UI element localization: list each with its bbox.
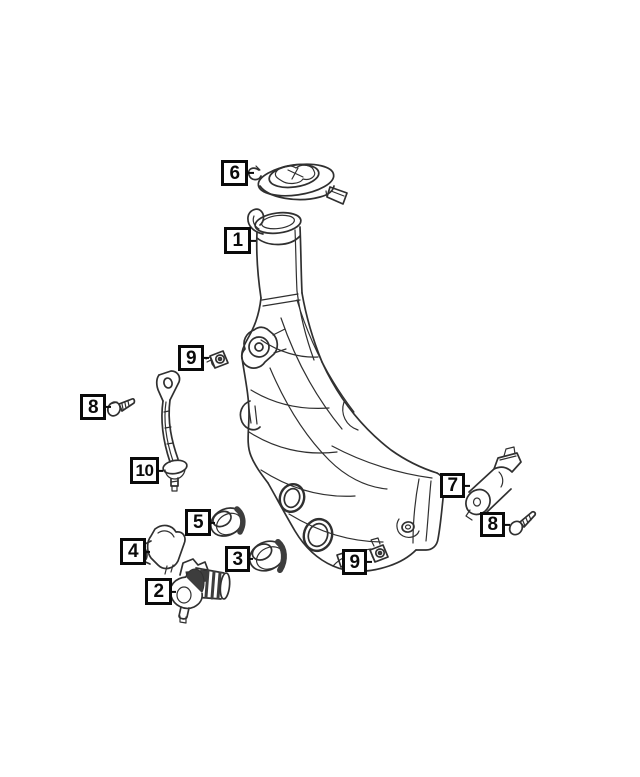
callout-number: 9 [349,551,360,573]
callout-leader-line [169,590,176,593]
retainer-clip-upper-drawing [205,350,229,369]
callout-number: 8 [87,396,99,418]
callout-number: 1 [232,230,243,251]
screw-left-drawing [106,397,136,417]
callout-9-retainer-clip-upper: 9 [178,345,209,371]
callout-number: 3 [232,548,243,570]
callout-number: 2 [153,581,164,602]
callout-leader-line [143,550,150,553]
callout-number: 8 [487,514,498,535]
callout-leader-line [208,521,215,524]
mounting-bracket-drawing [465,446,522,521]
callout-number: 5 [192,512,204,533]
callout-9-retainer-clip-lower: 9 [342,549,372,575]
screw-right-drawing [508,510,537,536]
callout-leader-line [247,557,253,561]
callout-leader-line [245,171,254,175]
callout-number: 9 [185,347,197,369]
callout-6-reservoir-cap: 6 [221,160,254,186]
callout-2-washer-pump: 2 [145,578,176,605]
callout-leader-line [156,469,163,472]
callout-leader-line [248,239,256,242]
callout-leader-line [103,405,111,409]
callout-number: 10 [135,461,154,480]
callout-number: 4 [127,541,139,562]
callout-4-level-sensor: 4 [120,538,150,565]
callout-8-screw-left: 8 [80,394,111,420]
callout-8-screw-right: 8 [480,512,510,537]
callout-7-mounting-bracket: 7 [440,473,470,498]
washer-pump-drawing [169,558,231,624]
callout-5-grommet-small: 5 [185,509,215,536]
callout-leader-line [201,356,209,360]
callout-10-support-strap: 10 [130,457,163,484]
callout-3-grommet-large: 3 [225,546,253,572]
callout-number: 7 [447,475,458,496]
support-strap-drawing [155,370,188,492]
callout-leader-line [502,523,510,526]
callout-number: 6 [229,162,240,184]
grommet-large-drawing [248,539,287,573]
retainer-clip-lower-drawing [369,537,389,563]
callout-leader-line [462,484,470,487]
cap-drawing [247,163,348,205]
callout-leader-line [364,560,372,564]
callout-1-reservoir-filler-neck: 1 [224,227,256,254]
reservoir-drawing [239,208,446,573]
